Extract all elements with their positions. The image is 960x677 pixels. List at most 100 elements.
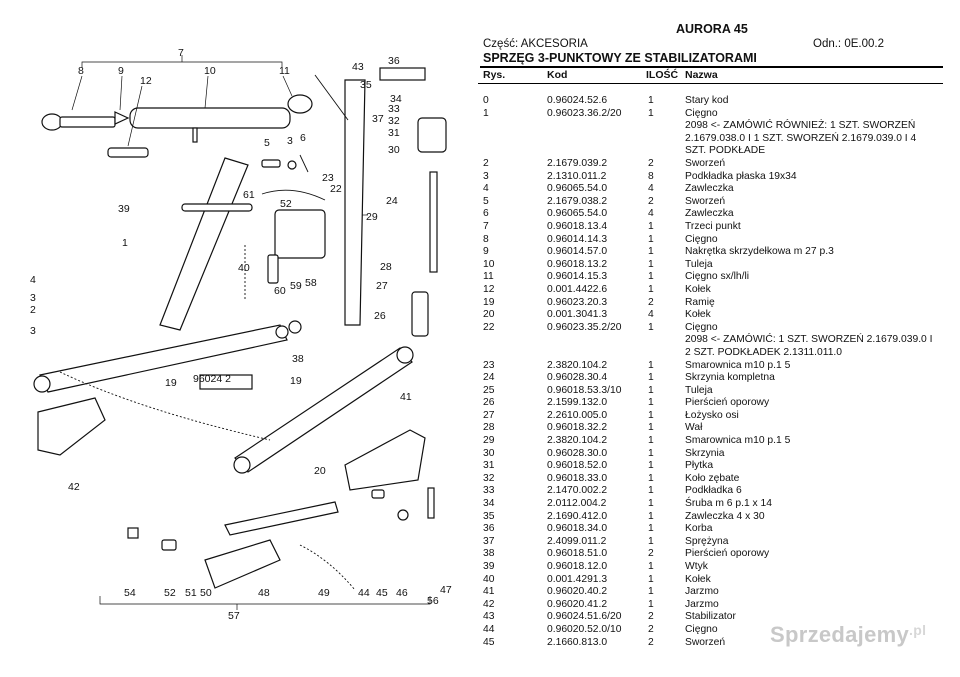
part-name-cell: Tuleja	[685, 384, 713, 396]
quantity-cell: 1	[648, 598, 654, 610]
part-ref-cell: 41	[483, 586, 495, 598]
quantity-cell: 1	[648, 283, 654, 295]
part-code-cell: 2.1679.039.2	[547, 157, 608, 169]
part-code-cell: 2.1599.132.0	[547, 397, 608, 409]
part-ref-cell: 3	[483, 170, 489, 182]
part-code-cell: 0.96018.13.2	[547, 258, 608, 270]
part-code-cell: 0.96018.53.3/10	[547, 384, 622, 396]
diagram-label: 58	[305, 277, 317, 289]
diagram-label: 49	[318, 587, 330, 599]
part-code-cell: 0.96023.20.3	[547, 296, 608, 308]
quantity-cell: 2	[648, 611, 654, 623]
part-ref-cell: 26	[483, 397, 495, 409]
quantity-cell: 1	[648, 372, 654, 384]
quantity-cell: 1	[648, 561, 654, 572]
top-link-assembly	[41, 55, 313, 158]
part-code-cell: 0.96018.13.4	[547, 220, 608, 232]
part-code-cell: 2.1660.813.0	[547, 636, 608, 648]
diagram-label: 50	[200, 587, 212, 599]
diagram-label: 56	[427, 595, 439, 607]
diagram-label: 42	[68, 481, 80, 493]
quantity-cell: 2	[648, 157, 654, 169]
part-ref-cell: 42	[483, 598, 495, 610]
part-ref-cell: 0	[483, 95, 489, 106]
diagram-label: 10	[204, 65, 216, 77]
diagram-label: 40	[238, 262, 250, 274]
quantity-cell: 1	[648, 472, 654, 484]
part-ref-cell: 4	[483, 183, 489, 195]
diagram-label: 19	[290, 375, 302, 387]
column-headers: Rys. Kod ILOŚĆ Nazwa	[478, 68, 943, 84]
part-name-cell: Podkładka 6	[685, 485, 742, 497]
diagram-label: 46	[396, 587, 408, 599]
quantity-cell: 1	[648, 435, 654, 447]
diagram-label: 60	[274, 285, 286, 297]
part-ref-cell: 40	[483, 573, 495, 585]
diagram-label: 32	[388, 115, 400, 127]
part-name-cell: Zawleczka	[685, 208, 734, 220]
part-ref-cell: 28	[483, 422, 495, 434]
quantity-cell: 1	[648, 258, 654, 270]
diagram-label: 6	[300, 132, 306, 144]
quantity-cell: 1	[648, 485, 654, 497]
part-name-cell: Korba	[685, 523, 713, 535]
part-ref-cell: 6	[483, 208, 489, 220]
part-name-cell: Cięgno	[685, 623, 718, 635]
part-ref-cell: 44	[483, 623, 495, 635]
diagram-label: 52	[164, 587, 176, 599]
part-name-cell: Ramię	[685, 296, 715, 308]
quantity-cell: 1	[648, 409, 654, 421]
plate-label: 96024 2	[193, 373, 231, 385]
col-ilosc: ILOŚĆ	[646, 69, 679, 81]
assembly-title: SPRZĘG 3-PUNKTOWY ZE STABILIZATORAMI	[483, 51, 757, 65]
part-name-cell: Cięgno 2098 <- ZAMÓWIĆ: 1 SZT. SWORZEŃ 2…	[685, 321, 933, 358]
part-name-cell: Koło zębate	[685, 472, 740, 484]
quantity-cell: 1	[648, 384, 654, 396]
part-code-cell: 0.96014.14.3	[547, 233, 608, 245]
quantity-cell: 1	[648, 246, 654, 258]
quantity-cell: 4	[648, 208, 654, 220]
part-name-cell: Trzeci punkt	[685, 220, 741, 232]
part-code-cell: 0.96014.57.0	[547, 246, 608, 258]
quantity-cell: 1	[648, 460, 654, 472]
part-name-cell: Śruba m 6 p.1 x 14	[685, 498, 773, 510]
part-ref-cell: 37	[483, 535, 495, 547]
quantity-cell: 1	[648, 586, 654, 598]
part-name-cell: Zawleczka	[685, 183, 734, 195]
diagram-label: 8	[78, 65, 84, 77]
stabilizer-assembly	[37, 397, 435, 610]
part-code-cell: 0.96023.35.2/20	[547, 321, 622, 333]
part-ref-cell: 8	[483, 233, 489, 245]
diagram-label: 23	[322, 172, 334, 184]
section-label: Część: AKCESORIA	[483, 38, 588, 50]
diagram-label: 34	[390, 93, 402, 105]
part-ref-cell: 38	[483, 548, 495, 560]
diagram-label: 54	[124, 587, 136, 599]
part-ref-cell: 11	[483, 271, 494, 283]
diagram-label: 11	[279, 65, 290, 77]
part-name-cell: Wał	[685, 422, 703, 434]
diagram-label: 4	[30, 274, 36, 286]
part-code-cell: 2.3820.104.2	[547, 359, 608, 371]
diagram-label: 36	[388, 55, 400, 67]
quantity-cell: 4	[648, 183, 654, 195]
lower-link-assembly	[33, 157, 414, 474]
part-ref-cell: 29	[483, 435, 495, 447]
diagram-label: 45	[376, 587, 388, 599]
part-name-cell: Cięgno	[685, 233, 718, 245]
part-code-cell: 2.1470.002.2	[547, 485, 608, 497]
